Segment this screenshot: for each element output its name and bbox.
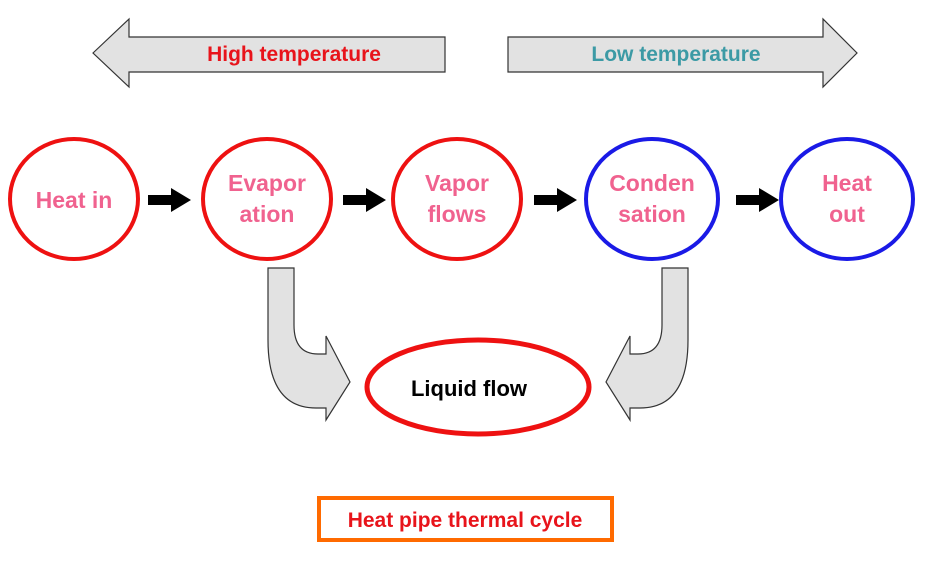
node-evaporation-line2: ation (240, 201, 295, 227)
liquid-flow-node: Liquid flow (364, 337, 592, 437)
high-temperature-arrow: High temperature (92, 17, 446, 89)
flow-arrow-4 (736, 188, 779, 212)
node-heat-in: Heat in (8, 137, 140, 261)
node-evaporation: Evapor ation (201, 137, 333, 261)
liquid-flow-label: Liquid flow (411, 376, 528, 401)
node-vapor-flows-line1: Vapor (425, 170, 489, 196)
low-temperature-label: Low temperature (591, 43, 760, 66)
caption-label: Heat pipe thermal cycle (348, 509, 583, 532)
high-temperature-label: High temperature (207, 43, 381, 66)
flow-arrow-2 (343, 188, 386, 212)
left-curved-arrow (267, 267, 351, 423)
node-vapor-flows-line2: flows (428, 201, 487, 227)
low-temperature-arrow: Low temperature (507, 17, 858, 89)
node-heat-out-line1: Heat (822, 170, 872, 196)
flow-arrow-3 (534, 188, 577, 212)
node-vapor-flows: Vapor flows (391, 137, 523, 261)
node-heat-in-label: Heat in (36, 187, 113, 213)
node-heat-out-line2: out (829, 201, 865, 227)
node-condensation: Conden sation (584, 137, 720, 261)
caption-box: Heat pipe thermal cycle (317, 496, 614, 542)
node-condensation-line1: Conden (609, 170, 695, 196)
node-heat-out: Heat out (779, 137, 915, 261)
node-evaporation-line1: Evapor (228, 170, 306, 196)
node-condensation-line2: sation (618, 201, 686, 227)
right-curved-arrow (605, 267, 689, 423)
flow-arrow-1 (148, 188, 191, 212)
